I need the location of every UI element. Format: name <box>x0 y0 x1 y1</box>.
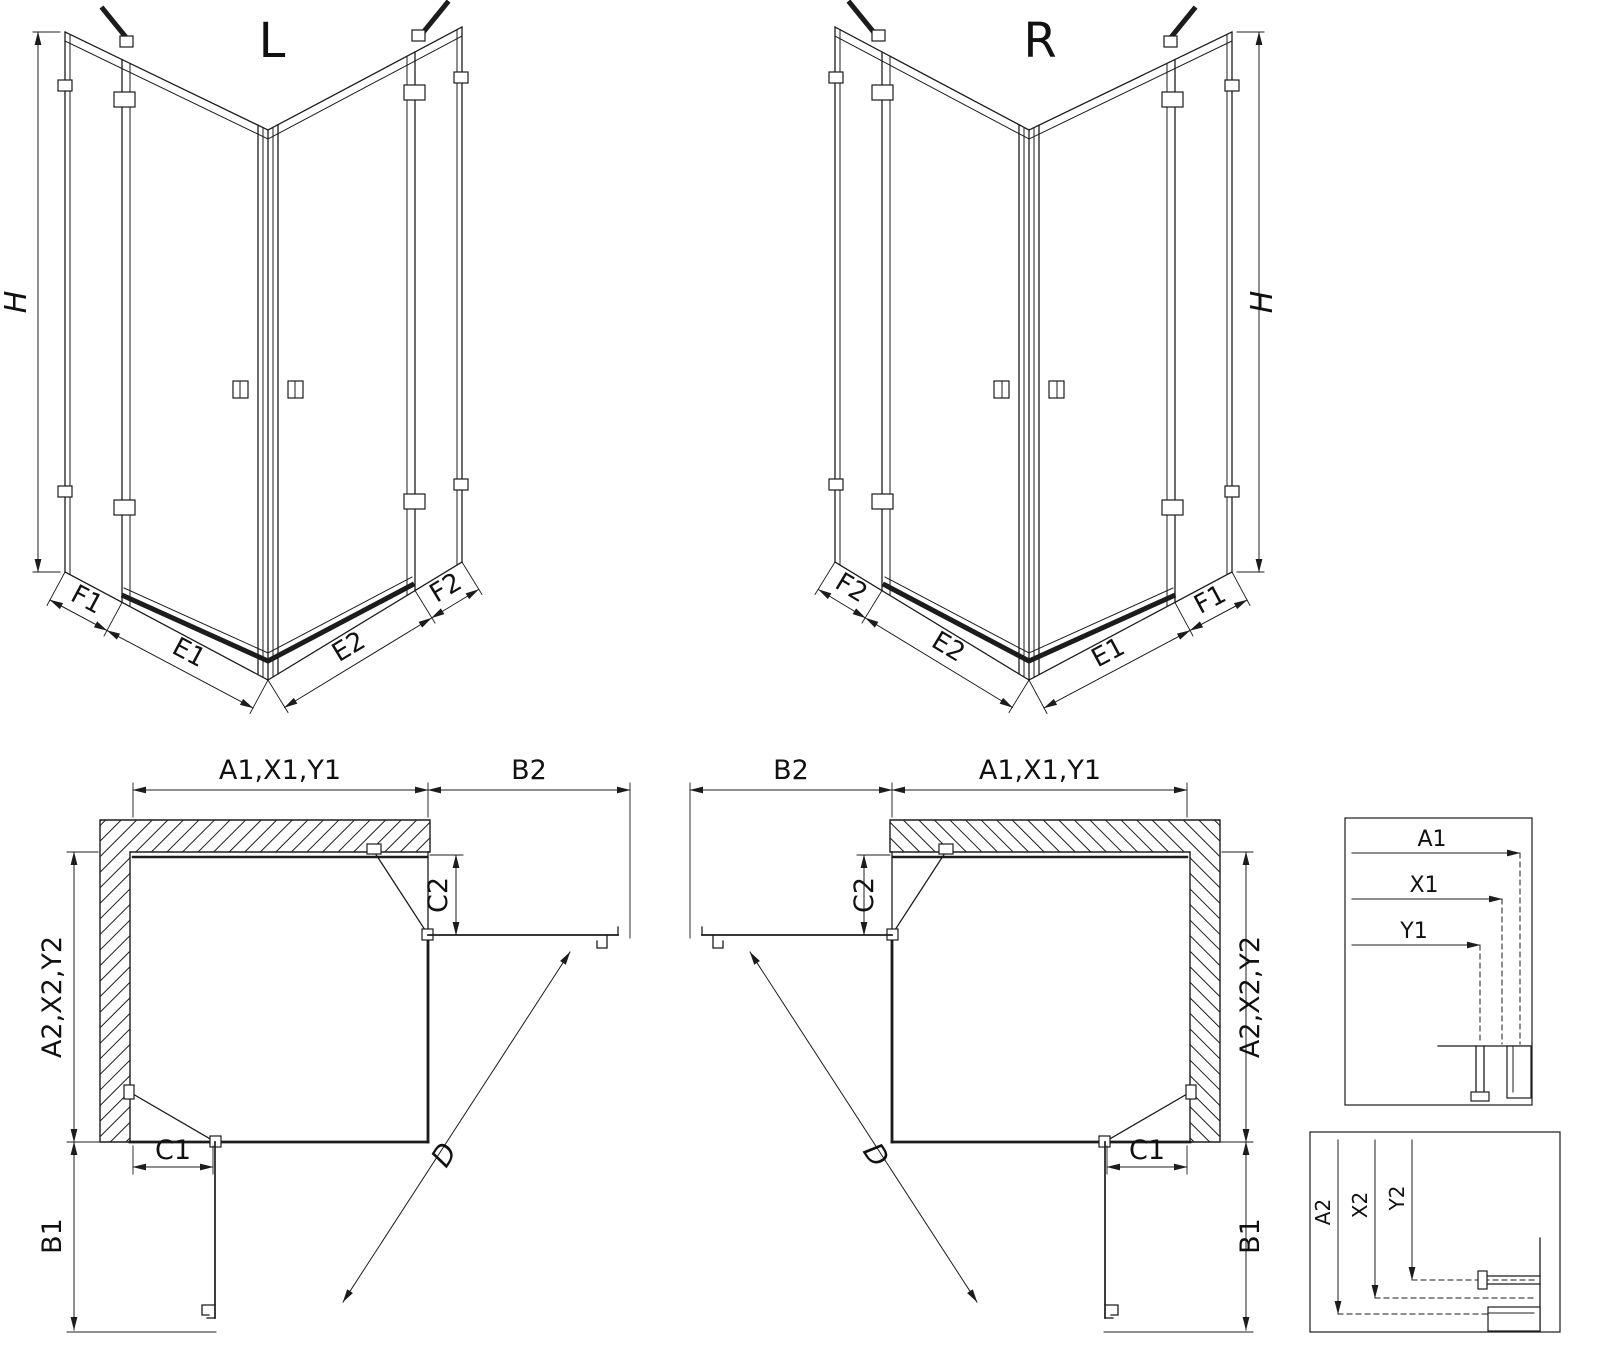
variant-label-left: L <box>259 13 286 69</box>
iso-view-left-geometry <box>32 0 483 715</box>
x1-detail-label: X1 <box>1409 873 1438 898</box>
x2-detail-label: X2 <box>1348 1192 1372 1218</box>
c1-dimension-label-left: C1 <box>155 1135 191 1166</box>
f1-dimension-label-right: F1 <box>1189 579 1231 620</box>
height-dimension-label-left: H <box>0 291 34 314</box>
y2-detail-label: Y2 <box>1385 1186 1409 1212</box>
detail-box-widths: A1 X1 Y1 <box>1344 817 1533 1106</box>
f1-dimension-label-left: F1 <box>66 579 108 620</box>
detail-box-depths: A2 X2 Y2 <box>1309 1131 1561 1333</box>
profile-section-vertical <box>1477 1237 1541 1332</box>
f2-dimension-label-right: F2 <box>830 567 872 609</box>
plan-view-right-geometry <box>690 783 1253 1332</box>
f2-dimension-label-left: F2 <box>425 567 467 609</box>
b2-dimension-label-right: B2 <box>773 755 809 786</box>
plan-view-right-labels: B2 A1,X1,Y1 C2 A2,X2,Y2 C1 B1 D <box>773 755 1266 1254</box>
c2-dimension-label-right: C2 <box>849 877 880 913</box>
depth-dimension-label-left: A2,X2,Y2 <box>37 936 68 1058</box>
b1-dimension-label-left: B1 <box>37 1218 68 1254</box>
e1-dimension-label-left: E1 <box>167 632 210 674</box>
e2-dimension-label-left: E2 <box>327 626 371 669</box>
width-dimension-label-left: A1,X1,Y1 <box>219 755 341 786</box>
e1-dimension-label-right: E1 <box>1087 632 1130 674</box>
b1-dimension-label-right: B1 <box>1235 1218 1266 1254</box>
c1-dimension-label-right: C1 <box>1129 1135 1165 1166</box>
a1-detail-label: A1 <box>1417 827 1446 852</box>
depth-dimension-label-right: A2,X2,Y2 <box>1235 936 1266 1058</box>
e2-dimension-label-right: E2 <box>926 626 970 669</box>
height-dimension-label-right: H <box>1245 291 1280 314</box>
profile-section-horizontal <box>1437 1045 1532 1102</box>
variant-label-right: R <box>1023 13 1056 69</box>
b2-dimension-label-left: B2 <box>511 755 547 786</box>
width-dimension-label-right: A1,X1,Y1 <box>979 755 1101 786</box>
y1-detail-label: Y1 <box>1399 919 1427 944</box>
a2-detail-label: A2 <box>1311 1199 1335 1225</box>
plan-view-left-geometry <box>66 782 631 1333</box>
iso-view-right-labels: R H F2 E2 E1 F1 <box>830 13 1280 674</box>
c2-dimension-label-left: C2 <box>423 877 454 913</box>
